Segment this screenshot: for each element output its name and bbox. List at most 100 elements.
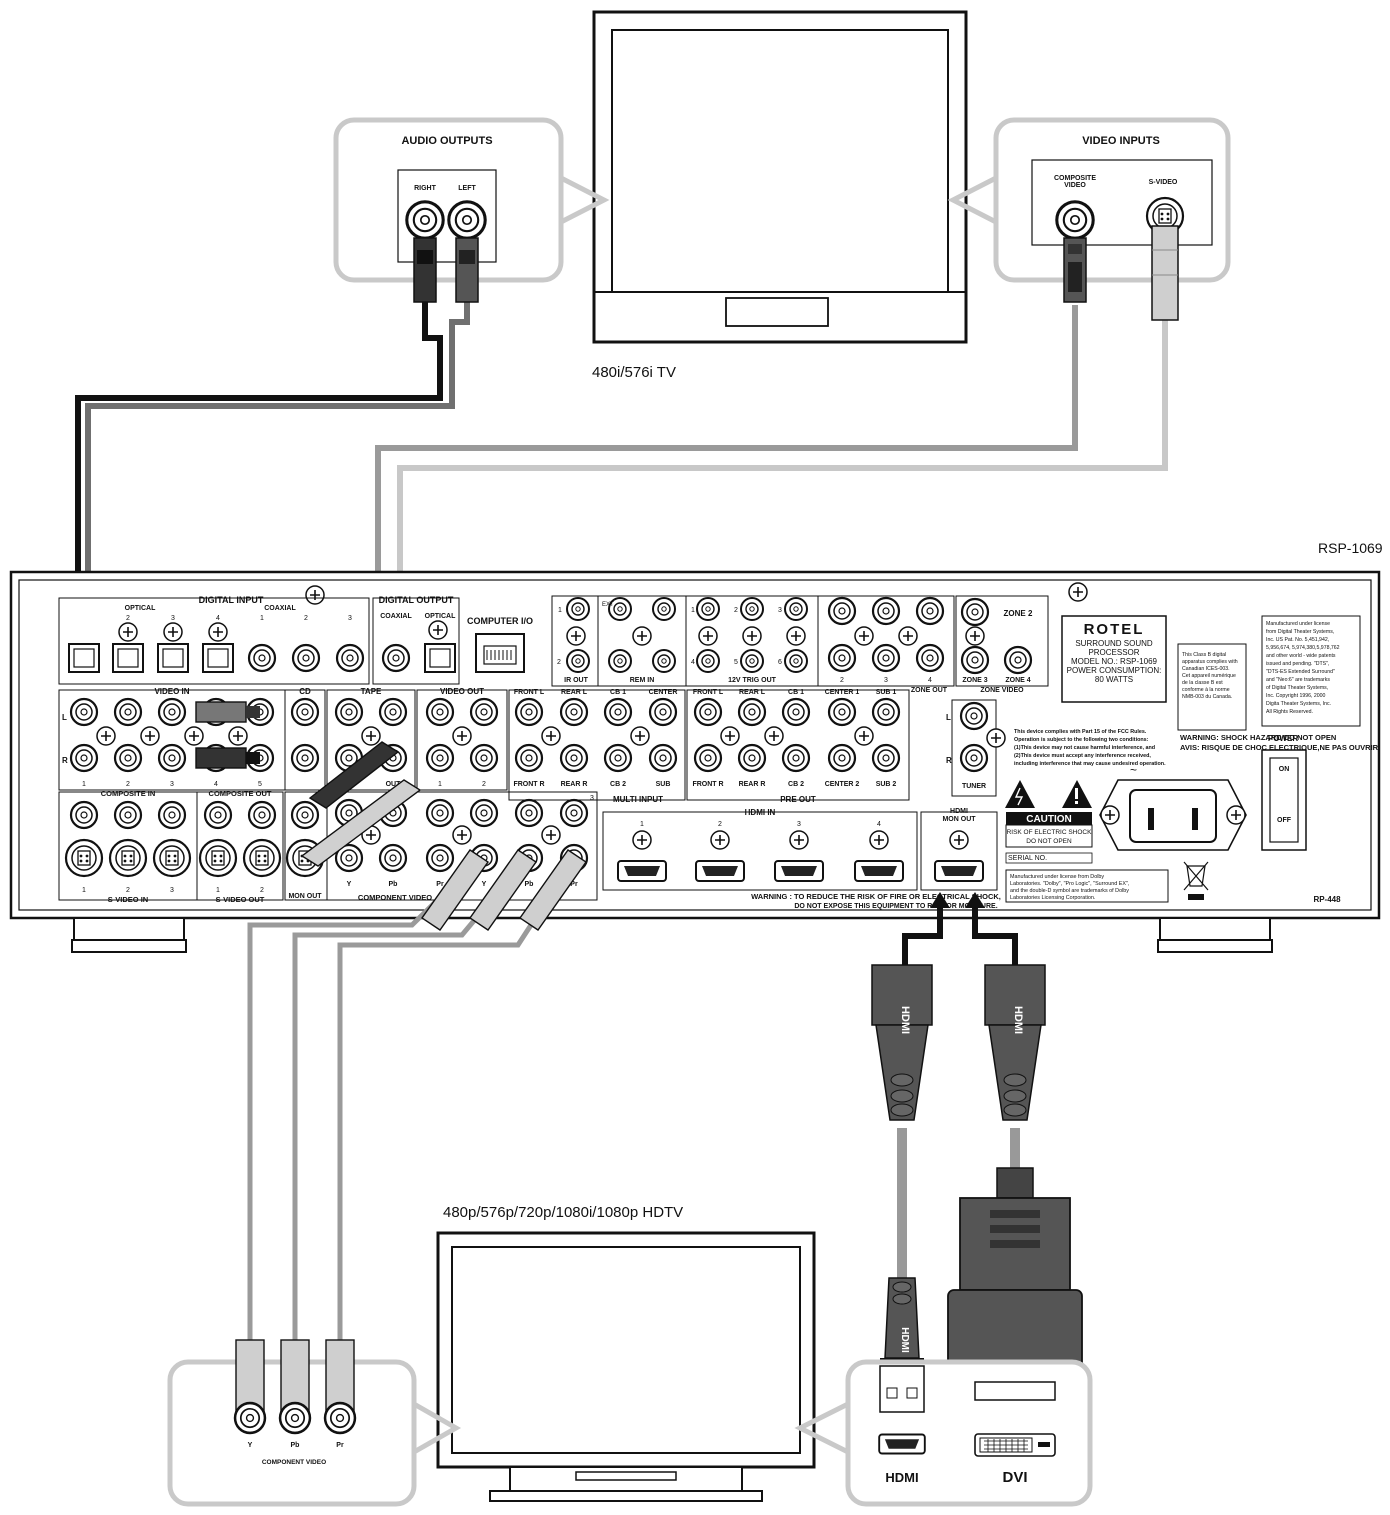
zone-video-label: ZONE VIDEO bbox=[980, 687, 1024, 694]
po-center2: CENTER 2 bbox=[825, 781, 860, 788]
po-front-r: FRONT R bbox=[692, 781, 723, 788]
hdtv-pb-label: Pb bbox=[291, 1442, 300, 1449]
po-center1: CENTER 1 bbox=[825, 689, 860, 696]
dolby-notice: Manufactured under license from Dolby La… bbox=[1010, 874, 1130, 901]
analog-tv bbox=[592, 10, 968, 344]
svideo-in-label: S-VIDEO IN bbox=[108, 895, 148, 904]
svg-text:Cet appareil numérique: Cet appareil numérique bbox=[1182, 673, 1236, 679]
trig1-num: 1 bbox=[691, 607, 695, 614]
trig-out-label: 12V TRIG OUT bbox=[728, 677, 777, 684]
svideo-label: S-VIDEO bbox=[1149, 179, 1178, 186]
mon-y-label: Y bbox=[482, 881, 487, 888]
hdtv bbox=[436, 1231, 816, 1502]
hdmi-cable-left: HDMI HDMI bbox=[871, 964, 933, 1413]
model-tag: RSP-1069 bbox=[1318, 540, 1383, 556]
hdmi-arrows bbox=[902, 892, 1018, 965]
zone4-label: ZONE 4 bbox=[1005, 677, 1030, 684]
digital-output-label: DIGITAL OUTPUT bbox=[379, 595, 454, 605]
svg-text:"DTS-ES Extended Surround": "DTS-ES Extended Surround" bbox=[1266, 669, 1335, 675]
composite-video-label-2: VIDEO bbox=[1064, 182, 1086, 189]
po-sub2: SUB 2 bbox=[876, 781, 897, 788]
component-plugs-receiver bbox=[421, 849, 587, 931]
ext-label: EXT bbox=[602, 602, 614, 608]
po-rear-l: REAR L bbox=[739, 689, 766, 696]
comp-pb-label: Pb bbox=[389, 881, 398, 888]
zo4-num: 4 bbox=[928, 677, 932, 684]
optical-label: OPTICAL bbox=[125, 605, 156, 612]
vin4-num: 4 bbox=[214, 781, 218, 788]
zone2-label: ZONE 2 bbox=[1004, 609, 1033, 618]
warning-fire-2: DO NOT EXPOSE THIS EQUIPMENT TO RAIN OR … bbox=[794, 903, 997, 910]
svg-text:de la classe B est: de la classe B est bbox=[1182, 680, 1223, 686]
class-b-notice: This Class B digital apparatus complies … bbox=[1182, 652, 1238, 700]
svg-text:and "Neo:6" are trademarks: and "Neo:6" are trademarks bbox=[1266, 677, 1330, 683]
serial-no-label: SERIAL NO. bbox=[1008, 855, 1047, 862]
mi-sub: SUB bbox=[656, 781, 671, 788]
avis-warning: AVIS: RISQUE DE CHOC ELECTRIQUE,NE PAS O… bbox=[1180, 743, 1379, 752]
svg-text:issued and pending. "DTS",: issued and pending. "DTS", bbox=[1266, 661, 1329, 667]
svg-text:and other world - wide patents: and other world - wide patents bbox=[1266, 653, 1336, 659]
product-line-2: PROCESSOR bbox=[1088, 648, 1139, 657]
coax2-num: 2 bbox=[304, 615, 308, 622]
comp3-num: 3 bbox=[590, 795, 594, 802]
po-cb2: CB 2 bbox=[788, 781, 804, 788]
ac-tilde-symbol: ~ bbox=[1130, 763, 1137, 777]
caution-line-1: RISK OF ELECTRIC SHOCK bbox=[1007, 829, 1093, 836]
tv-audio-plugs bbox=[413, 237, 479, 303]
mi-front-r: FRONT R bbox=[513, 781, 544, 788]
digital-input-label: DIGITAL INPUT bbox=[199, 595, 264, 605]
svg-text:of Digital Theater Systems,: of Digital Theater Systems, bbox=[1266, 685, 1328, 691]
po-sub1: SUB 1 bbox=[876, 689, 897, 696]
coax3-num: 3 bbox=[348, 615, 352, 622]
hdmi-mon-out-label-2: MON OUT bbox=[942, 816, 976, 823]
rp-label: RP-448 bbox=[1313, 895, 1341, 904]
mi-cb2: CB 2 bbox=[610, 781, 626, 788]
svg-text:This device complies with Part: This device complies with Part 15 of the… bbox=[1014, 729, 1147, 735]
hdtv-digital-panel: HDMI DVI bbox=[794, 1359, 1093, 1507]
hdmi-mon-out-label-1: HDMI bbox=[950, 808, 968, 815]
product-line-1: SURROUND SOUND bbox=[1075, 639, 1153, 648]
mon-pr-label: Pr bbox=[570, 881, 578, 888]
composite-in-label: COMPOSITE IN bbox=[101, 789, 156, 798]
warning-shock: WARNING: SHOCK HAZARD DO NOT OPEN bbox=[1180, 733, 1336, 742]
vin1-num: 1 bbox=[82, 781, 86, 788]
cd-label: CD bbox=[299, 687, 311, 696]
hdmi-cable-label-1: HDMI bbox=[899, 1006, 911, 1034]
coaxial-label: COAXIAL bbox=[264, 605, 296, 612]
opt3-num: 3 bbox=[171, 615, 175, 622]
hdtv-component-title: COMPONENT VIDEO bbox=[262, 1459, 326, 1466]
svin2-num: 2 bbox=[126, 887, 130, 894]
svg-text:apparatus complies with: apparatus complies with bbox=[1182, 659, 1238, 665]
hdmi-cable-label-2: HDMI bbox=[899, 1327, 910, 1353]
svg-text:Inc. US Pat. No. 5,451,942,: Inc. US Pat. No. 5,451,942, bbox=[1266, 637, 1329, 643]
svout2-num: 2 bbox=[260, 887, 264, 894]
fcc-notice: This device complies with Part 15 of the… bbox=[1014, 729, 1166, 767]
power-label: POWER bbox=[1268, 734, 1298, 743]
zo2-num: 2 bbox=[840, 677, 844, 684]
svg-text:Laboratories Licensing Corpora: Laboratories Licensing Corporation. bbox=[1010, 895, 1095, 901]
video-inputs-title: VIDEO INPUTS bbox=[1082, 135, 1160, 147]
mi-rear-l: REAR L bbox=[561, 689, 588, 696]
trig5-num: 5 bbox=[734, 659, 738, 666]
svg-text:This Class B digital: This Class B digital bbox=[1182, 652, 1226, 658]
video-out-label: VIDEO OUT bbox=[440, 687, 484, 696]
tv-composite-plug bbox=[1063, 237, 1087, 303]
hdmi-in-label: HDMI IN bbox=[745, 808, 776, 817]
svg-text:Manufactured under license: Manufactured under license bbox=[1266, 621, 1330, 627]
vin2-num: 2 bbox=[126, 781, 130, 788]
svg-text:(1)This device may not cause h: (1)This device may not cause harmful int… bbox=[1014, 745, 1155, 751]
vout1-num: 1 bbox=[438, 781, 442, 788]
hdmi4-num: 4 bbox=[877, 821, 881, 828]
power-cons-2: 80 WATTS bbox=[1095, 675, 1133, 684]
po-cb1: CB 1 bbox=[788, 689, 804, 696]
tv-video-inputs-panel: VIDEO INPUTS COMPOSITE VIDEO S-VIDEO bbox=[947, 117, 1231, 283]
svideo-out-label: S-VIDEO OUT bbox=[216, 895, 265, 904]
svg-text:from Digital Theater Systems,: from Digital Theater Systems, bbox=[1266, 629, 1334, 635]
svg-text:All Rights Reserved.: All Rights Reserved. bbox=[1266, 709, 1313, 715]
tuner-label: TUNER bbox=[962, 783, 986, 790]
po-front-l: FRONT L bbox=[693, 689, 724, 696]
ir-out-label: IR OUT bbox=[564, 677, 588, 684]
caution-label: CAUTION bbox=[1026, 814, 1072, 825]
hdmi3-num: 3 bbox=[797, 821, 801, 828]
receiver-rear-panel: DIGITAL INPUT OPTICAL COAXIAL 2 3 4 1 2 … bbox=[9, 570, 1381, 953]
